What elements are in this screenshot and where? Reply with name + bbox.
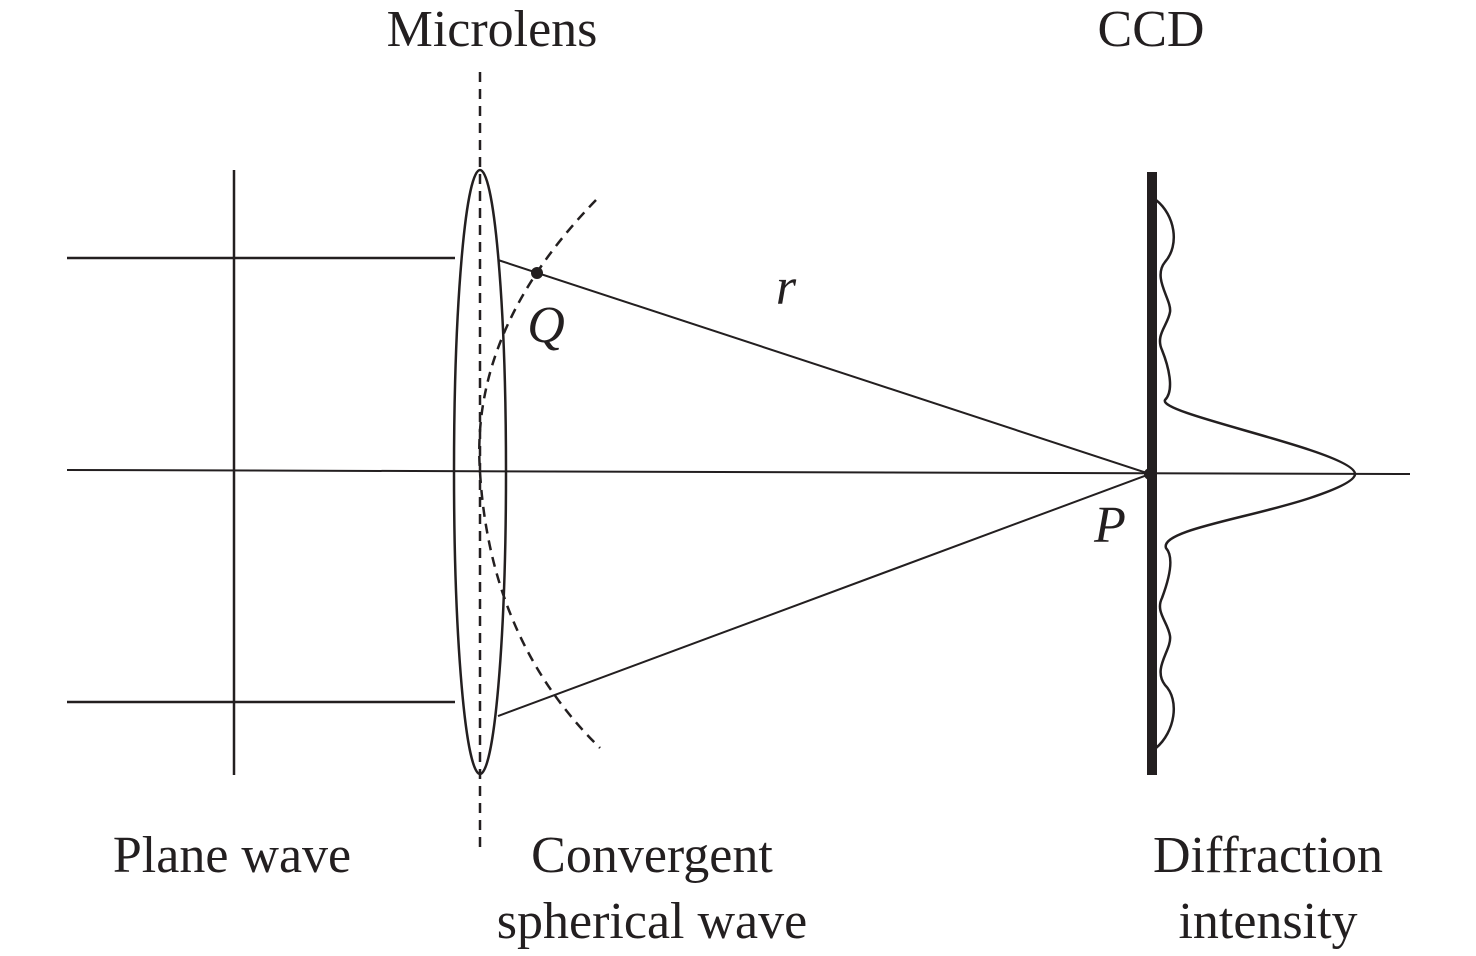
- microlens-label: Microlens: [387, 1, 598, 58]
- q-label: Q: [527, 297, 565, 354]
- plane-wave-rays: [67, 256, 455, 704]
- point-q: [531, 267, 543, 279]
- plane-wave-label: Plane wave: [113, 827, 351, 884]
- diffraction-intensity-curve: [1155, 199, 1357, 749]
- lower-convergent-ray: [497, 473, 1151, 717]
- r-label: r: [776, 259, 797, 316]
- p-label: P: [1093, 497, 1126, 554]
- upper-convergent-ray: [497, 259, 1151, 475]
- convergent-label-line1: Convergent: [531, 827, 773, 884]
- diffraction-label-line2: intensity: [1178, 893, 1357, 950]
- point-p: [1144, 468, 1156, 480]
- diffraction-label-line1: Diffraction: [1153, 827, 1383, 884]
- spherical-wavefront: [478, 199, 601, 749]
- microlens: [452, 168, 508, 776]
- optical-axis: [66, 469, 1411, 475]
- convergent-label-line2: spherical wave: [497, 893, 807, 950]
- convergent-rays: [497, 259, 1151, 717]
- ccd-label: CCD: [1098, 1, 1205, 58]
